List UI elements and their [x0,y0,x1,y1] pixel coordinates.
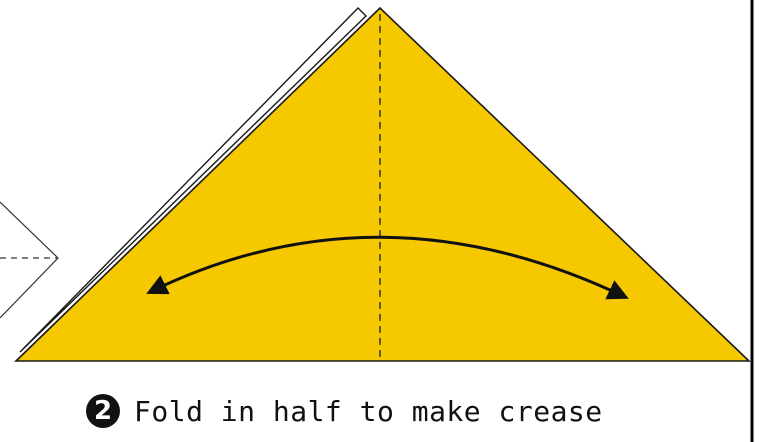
step-instruction: Fold in half to make crease [134,394,603,428]
paper-triangle [14,6,751,362]
step-caption: 2 Fold in half to make crease [86,388,603,434]
fold-arrow-icon [146,235,629,300]
previous-step-shape [0,201,59,319]
paper-back-layer [19,7,367,353]
step-number-badge: 2 [86,394,120,428]
